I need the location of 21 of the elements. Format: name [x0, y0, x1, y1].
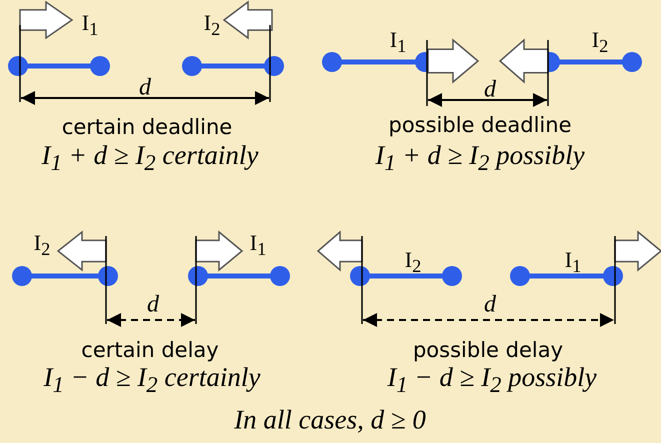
- formula: I$_{1}$ − d ≥ I$_{2}$ possibly: [387, 362, 597, 398]
- formula: I$_{1}$ + d ≥ I$_{2}$ certainly: [42, 140, 258, 176]
- interval-label: I$_{1}$: [390, 26, 406, 58]
- interval-label: I$_{1}$: [564, 246, 582, 278]
- interval-label: I$_{2}$: [34, 230, 50, 260]
- dimension-label: d: [484, 76, 496, 104]
- interval-label: I$_{2}$: [404, 246, 422, 278]
- dimension-label: d: [139, 74, 151, 102]
- interval-label: I$_{2}$: [204, 10, 220, 40]
- interval-label: I$_{1}$: [250, 230, 266, 260]
- dimension-label: d: [484, 292, 496, 318]
- case-label: certain delay: [81, 338, 219, 362]
- formula: I$_{1}$ + d ≥ I$_{2}$ possibly: [375, 140, 585, 176]
- formula: I$_{1}$ − d ≥ I$_{2}$ certainly: [44, 362, 260, 398]
- caption: In all cases, d ≥ 0: [234, 404, 426, 436]
- interval-label: I$_{1}$: [82, 10, 98, 40]
- case-label: possible deadline: [388, 113, 572, 137]
- interval-label: I$_{2}$: [592, 26, 608, 58]
- case-label: possible delay: [412, 338, 564, 362]
- case-label: certain deadline: [62, 115, 232, 139]
- dimension-label: d: [147, 292, 159, 318]
